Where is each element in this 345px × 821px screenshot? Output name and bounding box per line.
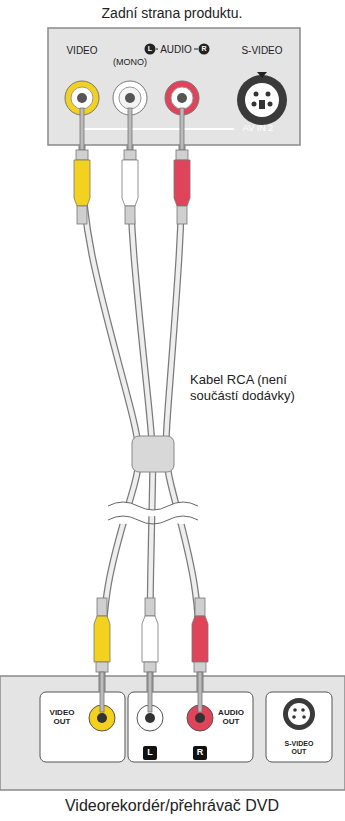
device-body <box>0 676 345 790</box>
s-video-out-box <box>266 692 332 762</box>
device-node: Videorekordér/přehrávač DVD VIDEO OUT L R AU… <box>0 676 345 821</box>
jack-label: VIDEO <box>66 45 97 56</box>
s-video-out-node: S-VIDEO OUT <box>266 692 332 762</box>
marker-dash <box>194 49 198 50</box>
yellow-plug <box>74 108 90 224</box>
device-caption: Videorekordér/přehrávač DVD <box>65 797 279 815</box>
video-out-box <box>40 692 125 762</box>
s-video-out-jack <box>283 698 315 730</box>
break-line <box>108 516 198 524</box>
red-plug <box>174 108 190 224</box>
av-bracket <box>81 116 234 129</box>
input-label: AV IN 2 <box>243 124 273 134</box>
channel-marker: R <box>201 45 206 53</box>
jack-label: AUDIO <box>160 44 192 55</box>
channel-marker: R <box>197 748 204 758</box>
video-out-node: VIDEO OUT <box>40 692 125 762</box>
output-label: VIDEO OUT <box>45 709 79 727</box>
red-plug <box>192 598 208 712</box>
channel-marker: L <box>147 748 153 758</box>
l-marker <box>145 44 156 55</box>
l-square <box>143 746 157 760</box>
jack-label: (MONO) <box>113 58 147 68</box>
white-plug <box>142 598 158 712</box>
rear-panel-node: Zadní strana produktu. VIDEO L AUDIO R (MONO)… <box>0 0 345 145</box>
r-square <box>193 746 207 760</box>
cable-note: Kabel RCA (není součástí dodávky) <box>190 372 320 405</box>
white-plug <box>122 108 138 224</box>
yellow-plug <box>94 598 110 712</box>
panel-heading: Zadní strana produktu. <box>102 6 243 21</box>
channel-marker: L <box>148 45 152 53</box>
break-line <box>108 502 198 510</box>
cable-clip <box>132 436 174 472</box>
audio-out-box <box>128 692 253 762</box>
output-label: S-VIDEO OUT <box>277 740 321 755</box>
audio-out-node: L R AUDIO OUT <box>128 692 253 762</box>
cable-break <box>108 502 198 524</box>
marker-dash <box>156 49 158 50</box>
r-marker <box>199 44 210 55</box>
rear-panel <box>48 28 300 145</box>
jack-label: S-VIDEO <box>241 45 282 56</box>
output-label: AUDIO OUT <box>214 709 248 727</box>
s-video-jack <box>237 72 287 125</box>
